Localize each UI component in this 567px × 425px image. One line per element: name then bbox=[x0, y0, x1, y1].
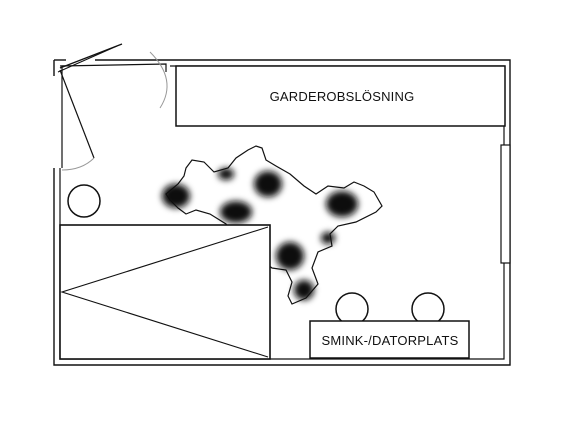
bed-cover-lines bbox=[60, 226, 269, 358]
stool-left bbox=[335, 292, 369, 326]
rug-spot bbox=[254, 171, 282, 197]
wardrobe bbox=[175, 65, 506, 127]
desk bbox=[309, 320, 470, 359]
door-leaf-edge bbox=[57, 45, 118, 73]
rug-spot bbox=[162, 184, 190, 208]
bed bbox=[59, 224, 271, 360]
cowhide-rug bbox=[162, 145, 383, 305]
rug-spot bbox=[276, 242, 304, 270]
stool-right bbox=[411, 292, 445, 326]
rug-spot bbox=[294, 280, 314, 300]
rug-spot bbox=[321, 232, 335, 244]
door-arc-lower bbox=[61, 157, 95, 171]
bedside-table bbox=[67, 184, 101, 218]
rug-spot bbox=[220, 201, 252, 223]
door bbox=[57, 43, 168, 171]
desk-label: SMINK-/DATORPLATS bbox=[321, 333, 458, 348]
door-arc-upper bbox=[149, 51, 168, 109]
door-leaf-lower bbox=[59, 69, 95, 159]
rug-spot bbox=[218, 168, 234, 180]
rug-spot bbox=[326, 191, 358, 217]
wardrobe-label: GARDEROBSLÖSNING bbox=[270, 89, 415, 104]
window bbox=[500, 144, 511, 264]
